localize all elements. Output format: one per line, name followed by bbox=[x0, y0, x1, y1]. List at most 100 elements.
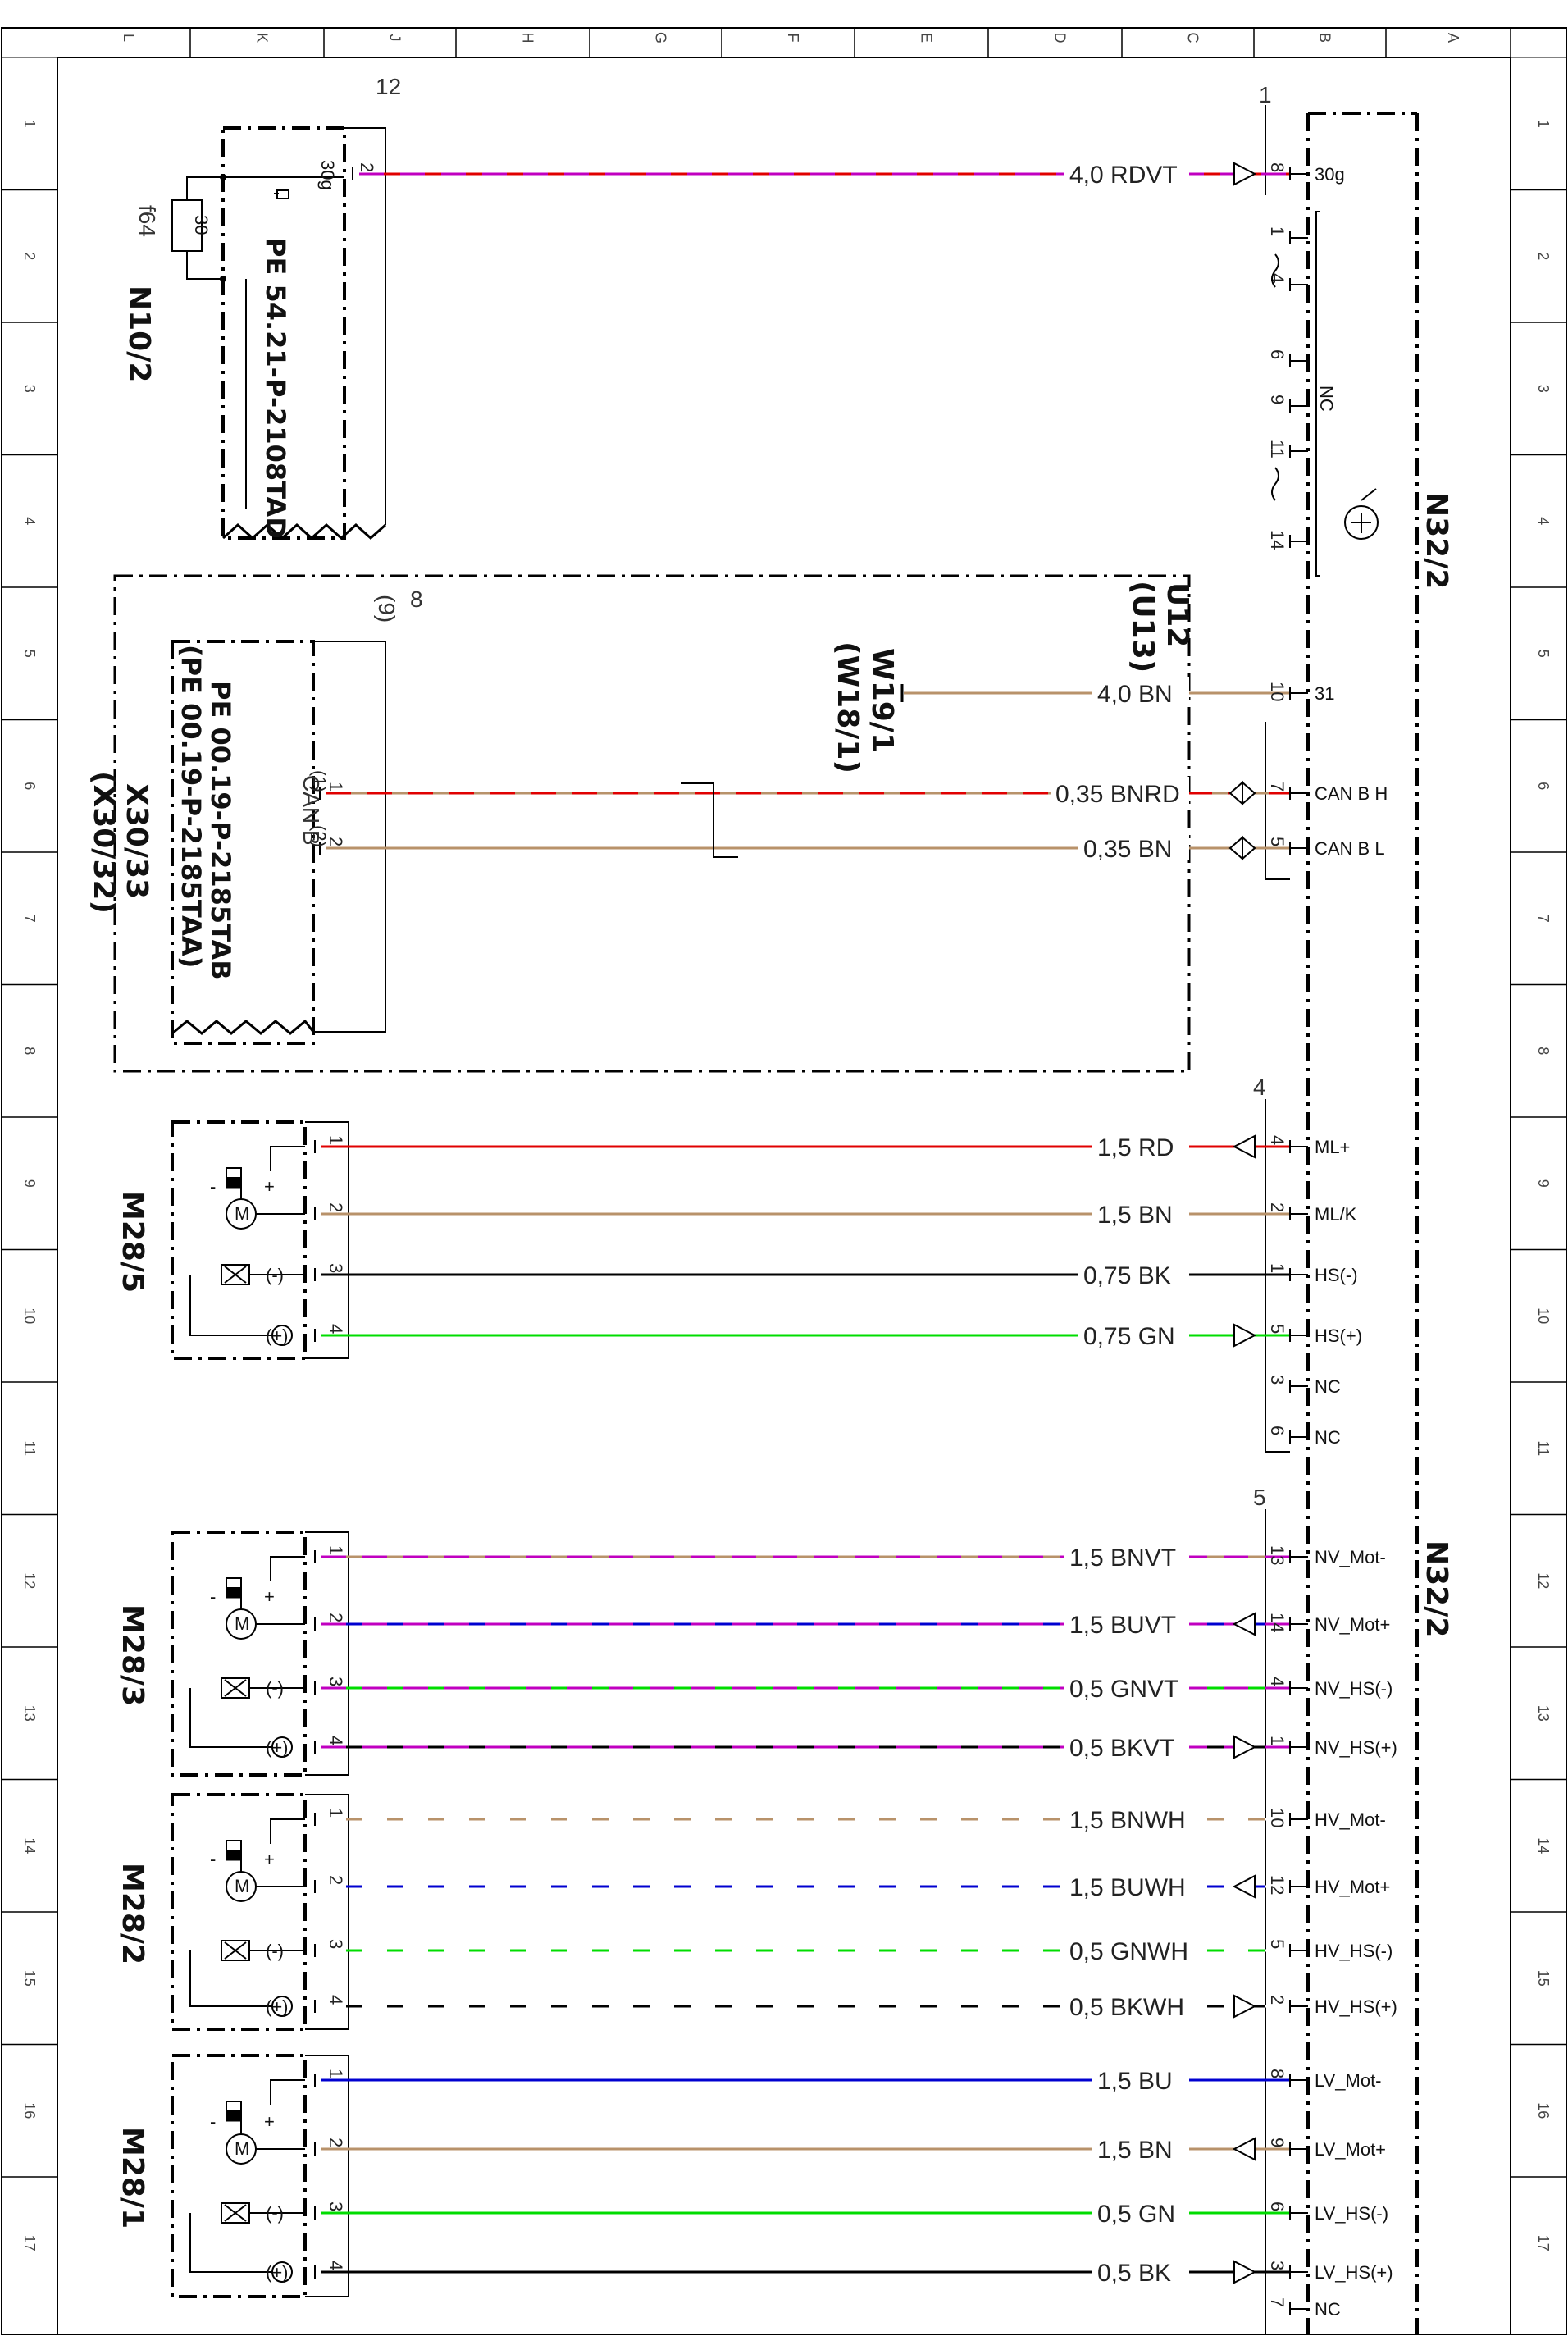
wire-label: 1,5 BN bbox=[1097, 1202, 1173, 1229]
hs-minus-label: (-) bbox=[266, 1941, 284, 1961]
pin-signal-name: HS(+) bbox=[1315, 1325, 1362, 1346]
wire-label-bg bbox=[1064, 1803, 1189, 1831]
pin-number: 4 bbox=[1267, 1135, 1288, 1145]
can-connector-body bbox=[313, 641, 386, 1033]
wire-label: 0,5 BKVT bbox=[1069, 1735, 1174, 1762]
can-break-zigzag bbox=[171, 1019, 315, 1035]
sensor-wiring bbox=[189, 1950, 305, 2007]
motor-label: M28/5 bbox=[116, 1191, 149, 1293]
pin-number: 10 bbox=[1267, 682, 1288, 701]
wire-loop-icon bbox=[1271, 467, 1279, 501]
motor-symbol: M bbox=[235, 1876, 249, 1896]
wire-label: 0,35 BNRD bbox=[1055, 781, 1180, 808]
row-number-left: 1 bbox=[21, 120, 38, 128]
pin-number: 5 bbox=[1267, 1939, 1288, 1949]
pin-signal-name: NV_Mot- bbox=[1315, 1547, 1386, 1567]
source-pin-number: 3 bbox=[326, 1677, 346, 1686]
arrow-in-icon bbox=[1233, 1735, 1257, 1759]
pin-signal-name: HV_Mot- bbox=[1315, 1809, 1386, 1830]
fuse-ref-label: PE 54.21-P-2108TAD bbox=[260, 238, 291, 539]
row-number-left: 14 bbox=[21, 1837, 38, 1854]
transistor-icon bbox=[1361, 488, 1377, 501]
arrow-out-icon bbox=[1232, 1874, 1256, 1899]
wire-label-bg bbox=[1092, 2064, 1189, 2092]
motor-frame bbox=[171, 1531, 307, 1777]
ground-ref-alt: (W18/1) bbox=[831, 641, 864, 773]
motor-connector-body bbox=[305, 1794, 349, 2030]
wire-label-bg bbox=[1092, 677, 1189, 705]
row-number-right: 6 bbox=[1535, 782, 1552, 790]
hs-minus-label: (-) bbox=[266, 1265, 284, 1285]
wire-label: 0,5 GNVT bbox=[1069, 1676, 1178, 1703]
pin-signal-name: LV_HS(+) bbox=[1315, 2262, 1393, 2283]
hs-plus-circle bbox=[271, 1325, 293, 1346]
pin-signal-name: CAN B H bbox=[1315, 783, 1388, 804]
nc-pin: 14 bbox=[1267, 530, 1308, 550]
hs-minus-label: (-) bbox=[266, 1678, 284, 1699]
pin-signal-name: HV_Mot+ bbox=[1315, 1877, 1390, 1897]
motor-label: M28/2 bbox=[116, 1863, 149, 1964]
source-pin-number: 1 bbox=[326, 1808, 346, 1818]
wire-label-bg bbox=[1078, 832, 1189, 860]
pin-number: 14 bbox=[1267, 530, 1288, 550]
column-letter: G bbox=[653, 32, 669, 43]
source-pin-alt: (2) bbox=[309, 825, 330, 847]
source-pin-alt: (1) bbox=[309, 770, 330, 792]
pin-signal-name: ML/K bbox=[1315, 1204, 1357, 1225]
pin-number: 12 bbox=[1267, 1875, 1288, 1895]
motor-label: M28/3 bbox=[116, 1604, 149, 1706]
motor-symbol: M bbox=[235, 2138, 249, 2159]
motor-connector-body bbox=[305, 1531, 349, 1776]
row-number-right: 12 bbox=[1535, 1572, 1552, 1589]
pin-number: 5 bbox=[1267, 837, 1288, 846]
row-number-right: 8 bbox=[1535, 1047, 1552, 1055]
row-number-left: 7 bbox=[21, 915, 38, 923]
column-letter: L bbox=[121, 34, 137, 42]
arrow-in-icon bbox=[1233, 1323, 1257, 1348]
hall-sensor-icon bbox=[224, 1679, 247, 1697]
motor-block-m28_1: M+-(-)(+)M28/1 bbox=[116, 2054, 349, 2298]
wire-label: 1,5 BUVT bbox=[1069, 1612, 1176, 1639]
twisted-pair-marker bbox=[681, 782, 738, 858]
pin-signal-name: NV_Mot+ bbox=[1315, 1614, 1390, 1635]
wire-loop-icon bbox=[1271, 253, 1279, 288]
pin-number: 4 bbox=[1267, 273, 1288, 283]
wire-label: 0,5 GNWH bbox=[1069, 1938, 1188, 1965]
pin-number: 6 bbox=[1267, 1426, 1288, 1435]
pin-number: 1 bbox=[1267, 1736, 1288, 1745]
column-letter: C bbox=[1185, 33, 1201, 43]
motor-plus: + bbox=[264, 2111, 275, 2132]
wire-label: 1,5 BNVT bbox=[1069, 1544, 1176, 1572]
nc-pin: 1 bbox=[1267, 226, 1308, 244]
pin-signal-name: NC bbox=[1315, 2299, 1341, 2320]
wire-label: 1,5 BU bbox=[1097, 2068, 1173, 2095]
motor-icon bbox=[226, 1608, 257, 1640]
motor-block-m28_2: M+-(-)(+)M28/2 bbox=[116, 1793, 349, 2031]
source-pin-number: 2 bbox=[326, 837, 346, 846]
sensor-wiring bbox=[189, 1274, 305, 1336]
motor-plus: + bbox=[264, 1586, 275, 1607]
wire-label-bg bbox=[1092, 2256, 1189, 2284]
junction-dot bbox=[220, 174, 226, 180]
main-unit-label: N32/2 bbox=[1420, 492, 1453, 589]
motor-symbol: M bbox=[235, 1613, 249, 1634]
connector-5-number: 5 bbox=[1253, 1485, 1266, 1510]
fuse-box-label: N10/2 bbox=[122, 285, 156, 382]
can-group-ref: U12 bbox=[1160, 582, 1194, 647]
row-number-left: 12 bbox=[21, 1572, 38, 1589]
hs-plus-label: (+) bbox=[266, 2262, 289, 2283]
pin-number: 1 bbox=[1267, 226, 1288, 236]
arrow-in-icon bbox=[1233, 162, 1257, 186]
row-number-left: 2 bbox=[21, 252, 38, 260]
source-pin-number: 4 bbox=[326, 2261, 346, 2270]
motor-block-m28_3: M+-(-)(+)M28/3 bbox=[116, 1531, 349, 1777]
